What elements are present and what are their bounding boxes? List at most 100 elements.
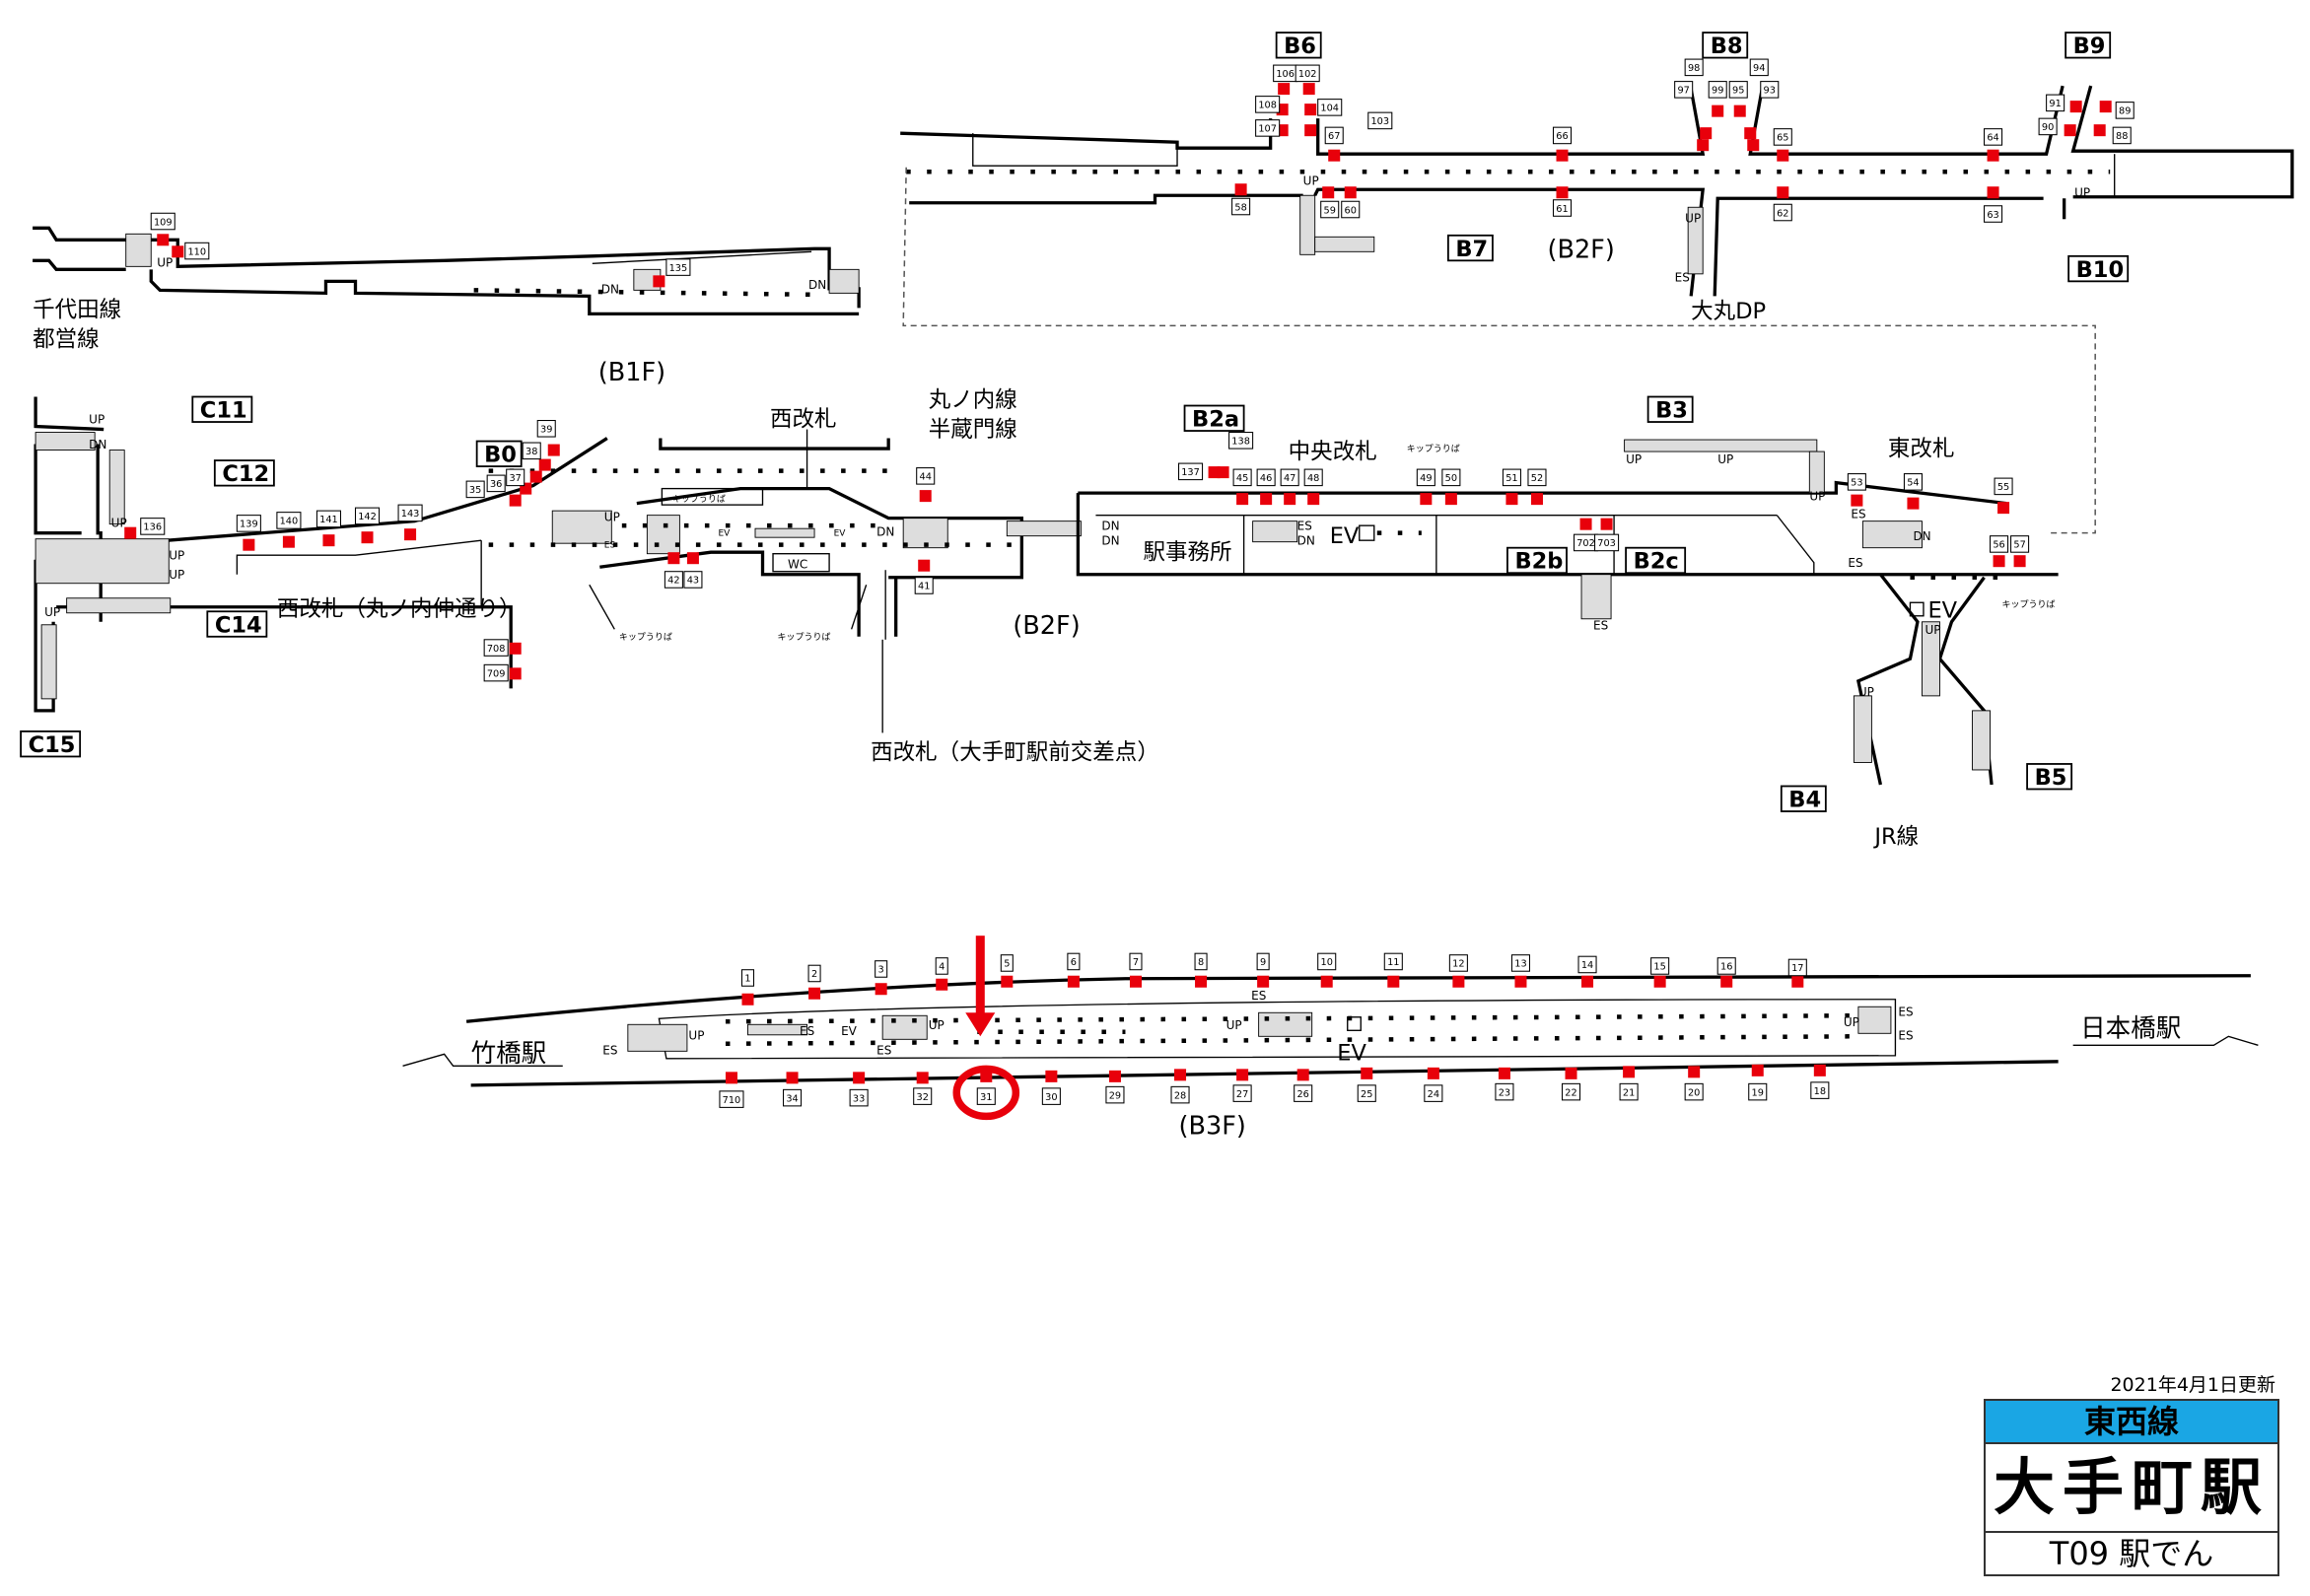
car-position-102: 102 (1295, 64, 1320, 96)
car-number-label: 139 (240, 520, 258, 530)
car-number-label: 63 (1987, 210, 1998, 221)
car-number-label: 64 (1987, 133, 1998, 144)
car-stop-marker (1851, 494, 1863, 507)
ticket-machine (661, 487, 764, 506)
car-number-label: 9 (1260, 957, 1266, 968)
car-stop-marker (1236, 1069, 1249, 1081)
stairs-icon (125, 233, 152, 267)
car-number-box (236, 515, 261, 532)
escalator-icon (1857, 1006, 1892, 1034)
car-stop-marker (916, 1072, 929, 1084)
ticket-label: キップうりば (1407, 444, 1460, 454)
car-number-box (1232, 1084, 1252, 1102)
car-number-label: 49 (1420, 473, 1432, 484)
car-number-box (1510, 954, 1530, 972)
car-number-box (397, 504, 423, 522)
exit-box (1702, 32, 1749, 59)
car-number-box (2010, 535, 2030, 553)
car-number-box (1231, 197, 1251, 216)
car-position-11: 11 (1383, 952, 1403, 988)
car-position-48: 48 (1303, 468, 1323, 506)
car-position-30: 30 (1041, 1070, 1061, 1105)
car-number-label: 13 (1514, 959, 1526, 970)
car-stop-marker (509, 494, 522, 507)
car-position-17: 17 (1787, 958, 1807, 988)
car-number-box (783, 1088, 803, 1107)
car-position-702: 702 (1573, 518, 1599, 552)
up-label: UP (1925, 623, 1940, 637)
car-number-label: 39 (540, 425, 552, 436)
car-stop-marker (725, 1072, 737, 1084)
car-number-box (935, 957, 948, 975)
car-number-label: 34 (786, 1093, 798, 1104)
car-stop-marker (243, 538, 255, 551)
car-number-box (2038, 117, 2058, 136)
stairs-icon (1258, 1011, 1313, 1037)
car-number-box (1317, 99, 1343, 116)
car-number-box (1256, 952, 1270, 971)
car-number-label: 62 (1777, 208, 1788, 219)
car-number-box (1178, 462, 1204, 481)
car-position-709: 709 (483, 663, 522, 682)
car-number-label: 708 (487, 644, 506, 655)
car-stop-marker (1302, 83, 1315, 96)
car-stop-marker (404, 528, 417, 541)
car-position-61: 61 (1552, 186, 1573, 217)
car-stop-marker (1427, 1067, 1439, 1079)
car-number-label: 28 (1174, 1090, 1186, 1101)
jr-line-label: JR線 (1872, 824, 1919, 850)
escalator-icon (1580, 574, 1612, 620)
exit-label: B5 (2035, 765, 2067, 791)
exit-box (1183, 404, 1245, 432)
exit-box (1625, 546, 1687, 575)
car-position-29: 29 (1105, 1070, 1125, 1104)
exit-box (20, 730, 82, 758)
exit-b2a: B2a (1183, 404, 1245, 433)
takebashi-label: 竹橋駅 (471, 1039, 547, 1069)
exit-b9: B9 (2065, 32, 2112, 59)
car-number-label: 8 (1198, 957, 1204, 968)
ev-label: EV (1337, 1040, 1366, 1066)
car-stop-marker (1791, 975, 1804, 988)
car-number-box (1903, 473, 1923, 491)
car-stop-marker (1284, 493, 1296, 506)
ev-label: EV (1330, 523, 1360, 549)
ev-label: EV (718, 529, 731, 539)
car-number-box (719, 1090, 744, 1108)
car-position-64: 64 (1984, 128, 2003, 162)
car-number-label: 50 (1445, 473, 1457, 484)
car-number-label: 56 (1993, 540, 2004, 551)
car-stop-marker (157, 234, 170, 246)
stairs-icon (35, 538, 170, 585)
car-number-box (1067, 952, 1081, 971)
car-number-label: 106 (1276, 69, 1295, 80)
car-position-139: 139 (236, 515, 261, 551)
car-stop-marker (2069, 101, 2082, 113)
car-number-label: 20 (1688, 1087, 1700, 1098)
floor-label-b3f: (B3F) (1179, 1111, 1246, 1141)
car-stop-marker (1744, 127, 1757, 140)
car-number-box (1994, 477, 2013, 496)
up-label: UP (157, 255, 173, 269)
car-stop-marker (1581, 975, 1594, 988)
car-position-12: 12 (1448, 954, 1468, 988)
floor-label-b2f-west: (B2F) (1013, 611, 1080, 641)
car-number-box (1495, 1082, 1514, 1101)
car-number-label: 12 (1452, 959, 1464, 970)
car-position-43: 43 (683, 552, 703, 589)
stairs-icon (881, 1014, 928, 1040)
car-number-box (1787, 958, 1807, 977)
car-stop-marker (538, 458, 551, 471)
car-number-label: 102 (1298, 69, 1317, 80)
car-stop-marker (2064, 124, 2076, 137)
car-position-708: 708 (483, 639, 522, 657)
car-position-7: 7 (1129, 952, 1143, 988)
car-stop-marker (1733, 104, 1746, 117)
car-stop-marker (1420, 493, 1433, 506)
exit-label: B0 (484, 443, 517, 468)
car-number-label: 143 (401, 509, 420, 520)
up-label: UP (2074, 186, 2090, 200)
escalator-icon (627, 1023, 688, 1052)
exit-b0: B0 (475, 440, 523, 468)
